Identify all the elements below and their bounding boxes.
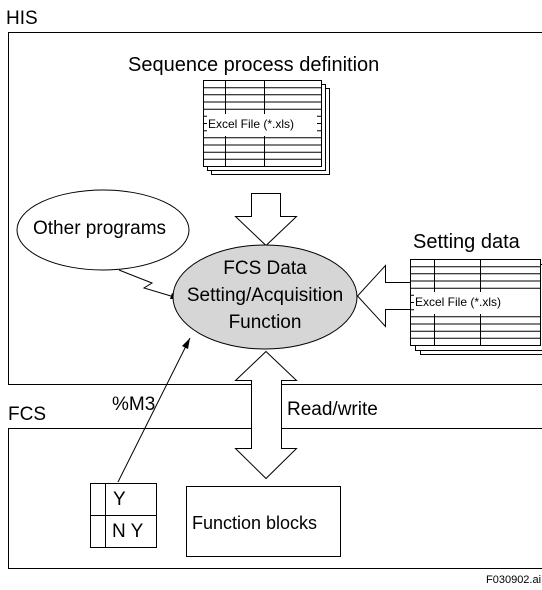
signal-label: %M3 [112,394,156,415]
down-arrow [234,193,298,247]
sequence-table [90,483,157,548]
read-write-label: Read/write [287,399,378,420]
setting-data-title: Setting data [413,231,520,253]
fcs-data-function-ellipse [172,244,358,350]
other-programs-label: Other programs [33,218,167,239]
sequence-definition-title: Sequence process definition [128,54,380,76]
his-label: HIS [6,8,38,29]
read-write-arrow [234,350,298,480]
function-blocks-label: Function blocks [192,513,318,533]
sequence-table-cell-bottom: N Y [112,521,144,542]
setting-excel-file-icon [410,259,542,355]
central-function-line1: FCS Data [223,258,307,279]
central-function-line2: Setting/Acquisition [186,285,344,306]
sequence-table-cell-top: Y [113,489,126,510]
function-blocks-box [186,486,341,557]
setting-file-label: Excel File (*.xls) [415,295,502,309]
sequence-excel-file-icon [203,80,330,175]
figure-id: F030902.ai [486,574,542,586]
central-function-line3: Function [228,312,302,333]
left-arrow [356,264,412,328]
sequence-file-label: Excel File (*.xls) [208,117,295,131]
fcs-label: FCS [8,404,46,425]
other-programs-ellipse [16,189,190,271]
signal-line [117,337,191,483]
lightning-connector [118,269,182,300]
